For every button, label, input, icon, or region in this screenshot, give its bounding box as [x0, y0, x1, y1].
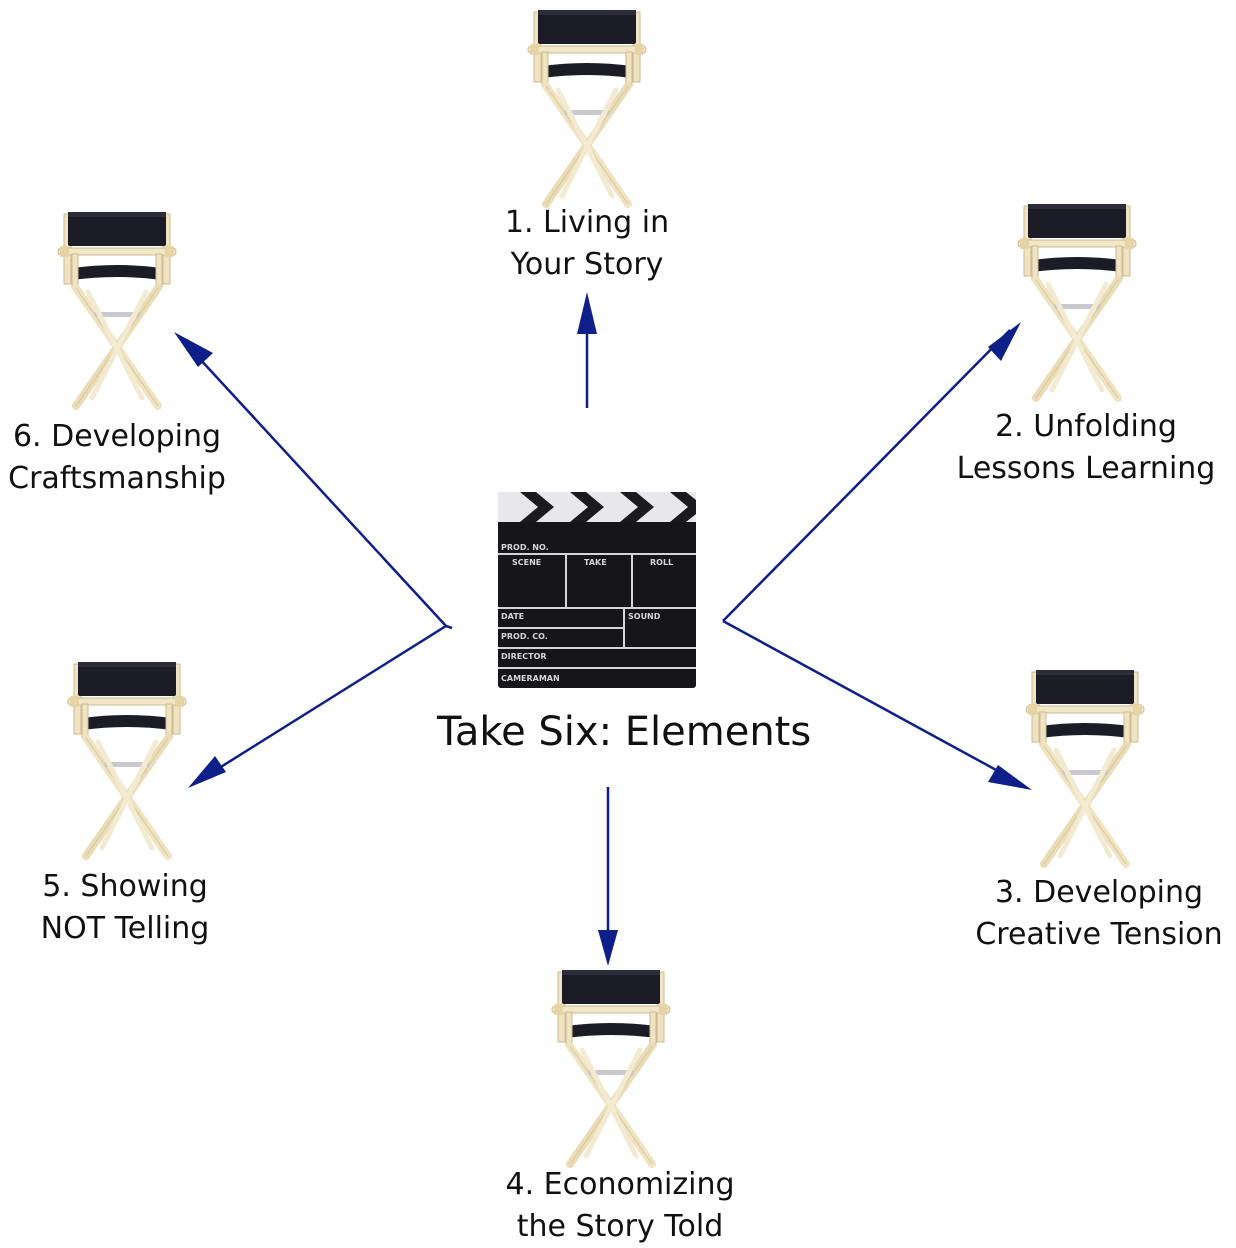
clapper-date: DATE: [501, 612, 524, 621]
clapper-director: DIRECTOR: [501, 652, 547, 661]
arrow-to-element-4: [598, 787, 618, 966]
arrow-to-element-1: [577, 292, 597, 408]
directors-chair-icon: [58, 212, 176, 406]
element-label-2: 2. Unfolding Lessons Learning: [952, 406, 1220, 490]
arrow-to-element-3: [722, 619, 1032, 790]
clapper-camera: CAMERAMAN: [501, 674, 560, 683]
element-5-line-2: NOT Telling: [40, 911, 210, 946]
element-5-line-1: 5. Showing: [42, 869, 208, 904]
clapper-scene: SCENE: [512, 558, 541, 567]
element-4-line-2: the Story Told: [516, 1209, 724, 1244]
clapper-roll: ROLL: [650, 558, 673, 567]
element-label-1: 1. Living in Your Story: [484, 202, 690, 286]
directors-chair-icon: [552, 970, 670, 1164]
clapper-take: TAKE: [584, 558, 607, 567]
clapperboard-icon: PROD. NO. SCENE TAKE ROLL DATE SOUND PRO…: [498, 492, 696, 688]
element-4-line-1: 4. Economizing: [505, 1167, 735, 1202]
directors-chair-icon: [1026, 670, 1144, 864]
clapper-prod-co: PROD. CO.: [501, 632, 548, 641]
element-1-line-2: Your Story: [510, 247, 664, 282]
arrow-to-element-5: [188, 624, 453, 788]
element-3-line-2: Creative Tension: [975, 917, 1223, 952]
directors-chair-icon: [528, 10, 646, 204]
element-6-line-1: 6. Developing: [12, 419, 222, 454]
directors-chair-icon: [68, 662, 186, 856]
arrow-to-element-2: [722, 322, 1021, 622]
center-title: Take Six: Elements: [437, 709, 812, 755]
directors-chair-icon: [1018, 204, 1136, 398]
element-6-line-2: Craftsmanship: [8, 461, 226, 496]
element-label-6: 6. Developing Craftsmanship: [0, 416, 234, 500]
clapper-prod-no: PROD. NO.: [501, 543, 549, 552]
element-label-5: 5. Showing NOT Telling: [20, 866, 230, 950]
element-3-line-1: 3. Developing: [994, 875, 1204, 910]
element-2-line-2: Lessons Learning: [956, 451, 1216, 486]
element-2-line-1: 2. Unfolding: [995, 409, 1177, 444]
element-label-4: 4. Economizing the Story Told: [490, 1164, 750, 1248]
element-label-3: 3. Developing Creative Tension: [962, 872, 1236, 956]
element-1-line-1: 1. Living in: [504, 205, 670, 240]
clapper-sound: SOUND: [628, 612, 661, 621]
